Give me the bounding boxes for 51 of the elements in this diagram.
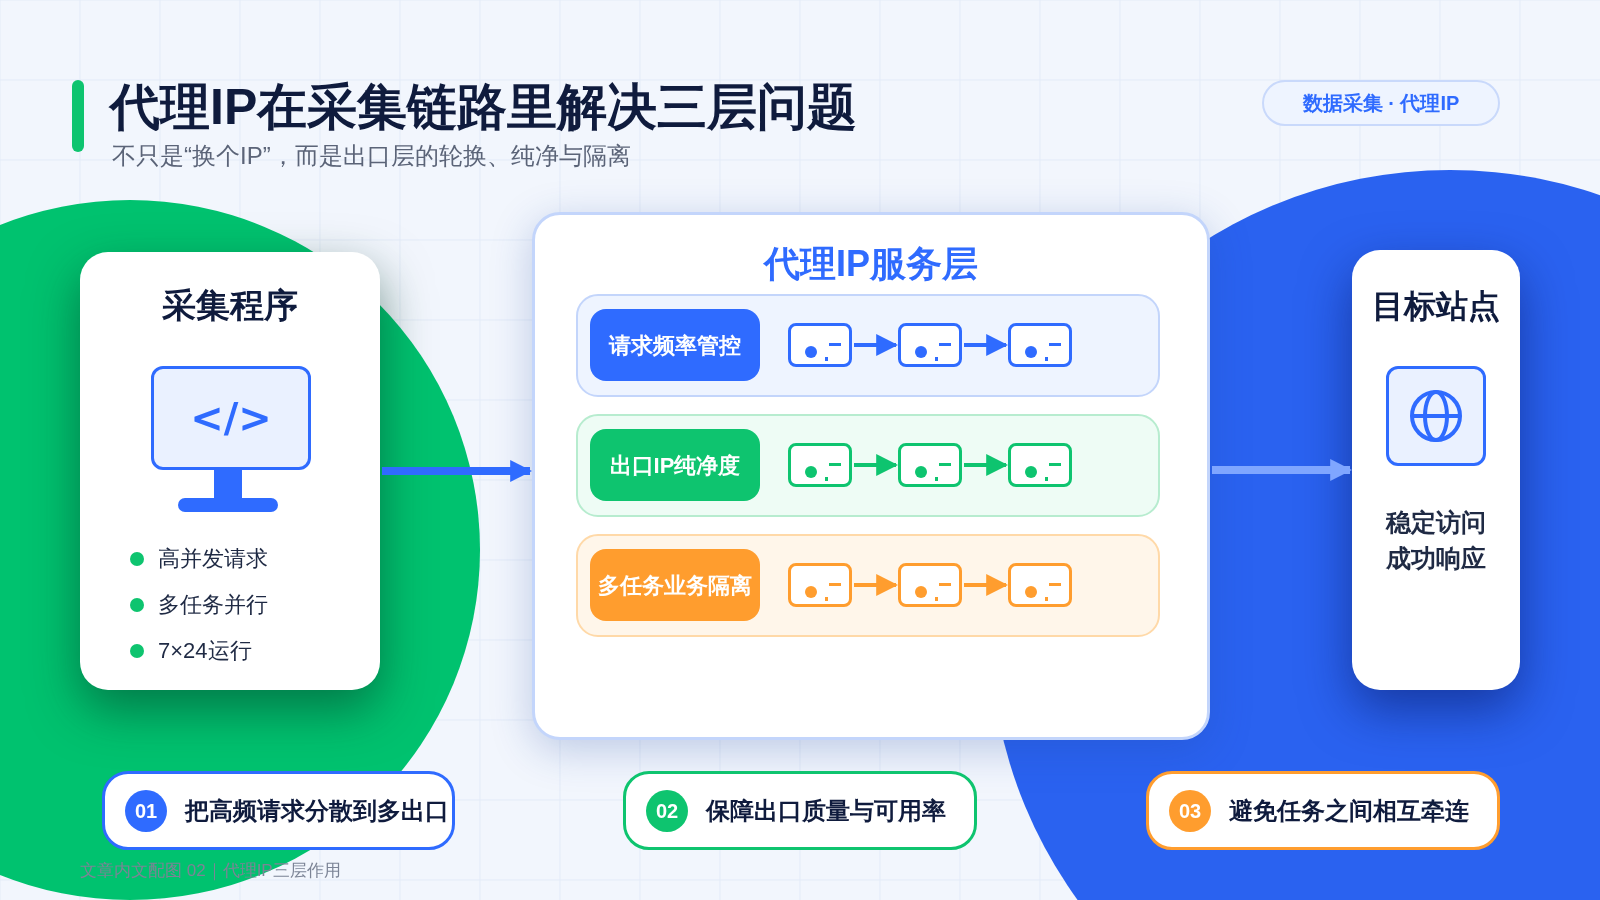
pill-text: 避免任务之间相互牵连 bbox=[1229, 795, 1469, 826]
server-icon bbox=[1008, 563, 1072, 607]
bullet-text: 7×24运行 bbox=[158, 637, 252, 665]
arrow bbox=[1212, 459, 1353, 481]
arrow bbox=[964, 334, 1009, 356]
server-icon bbox=[898, 323, 962, 367]
card-text: 稳定访问成功响应 bbox=[1384, 507, 1487, 574]
layer-row bbox=[576, 534, 1160, 637]
summary-pill bbox=[623, 771, 977, 850]
arrow bbox=[854, 454, 899, 476]
server-icon bbox=[788, 323, 852, 367]
pill-text: 保障出口质量与可用率 bbox=[706, 795, 946, 826]
layer-row bbox=[576, 294, 1160, 397]
panel-heading: 代理IP服务层 bbox=[762, 242, 979, 286]
summary-pill bbox=[1146, 771, 1500, 850]
pill-text: 把高频请求分散到多出口 bbox=[185, 795, 449, 826]
card-heading: 目标站点 bbox=[1371, 287, 1501, 326]
badge-text: 数据采集 · 代理IP bbox=[1302, 91, 1460, 116]
layer-tag bbox=[590, 309, 760, 381]
layer-tag bbox=[590, 429, 760, 501]
title: 代理IP在采集链路里解决三层问题 bbox=[110, 78, 858, 137]
server-icon bbox=[898, 443, 962, 487]
server-icon bbox=[1008, 323, 1072, 367]
summary-pill bbox=[102, 771, 455, 850]
server-icon bbox=[1008, 443, 1072, 487]
program-card bbox=[80, 252, 380, 690]
tag-text: 出口IP纯净度 bbox=[609, 451, 741, 480]
arrow bbox=[964, 454, 1009, 476]
layer-row bbox=[576, 414, 1160, 517]
layer-tag bbox=[590, 549, 760, 621]
card-heading: 采集程序 bbox=[161, 285, 299, 326]
bullet-text: 多任务并行 bbox=[158, 591, 268, 619]
subtitle: 不只是“换个IP”，而是出口层的轮换、纯净与隔离 bbox=[112, 141, 631, 171]
tag-text: 请求频率管控 bbox=[609, 331, 741, 360]
arrow bbox=[964, 574, 1009, 596]
server-icon bbox=[788, 563, 852, 607]
number-badge: 01 bbox=[125, 789, 167, 832]
arrow bbox=[854, 334, 899, 356]
monitor-screen bbox=[151, 366, 311, 470]
tag-text: 多任务业务隔离 bbox=[598, 571, 752, 600]
arrow bbox=[854, 574, 899, 596]
bullet-text: 高并发请求 bbox=[158, 545, 268, 573]
code-symbol: </> bbox=[190, 394, 272, 443]
number-badge: 03 bbox=[1169, 789, 1211, 832]
topic-badge bbox=[1262, 80, 1500, 126]
service-layer-panel bbox=[532, 212, 1210, 740]
target-site-card bbox=[1352, 250, 1520, 690]
number-badge: 02 bbox=[646, 789, 688, 832]
server-icon bbox=[898, 563, 962, 607]
arrow bbox=[382, 460, 533, 482]
server-icon bbox=[788, 443, 852, 487]
